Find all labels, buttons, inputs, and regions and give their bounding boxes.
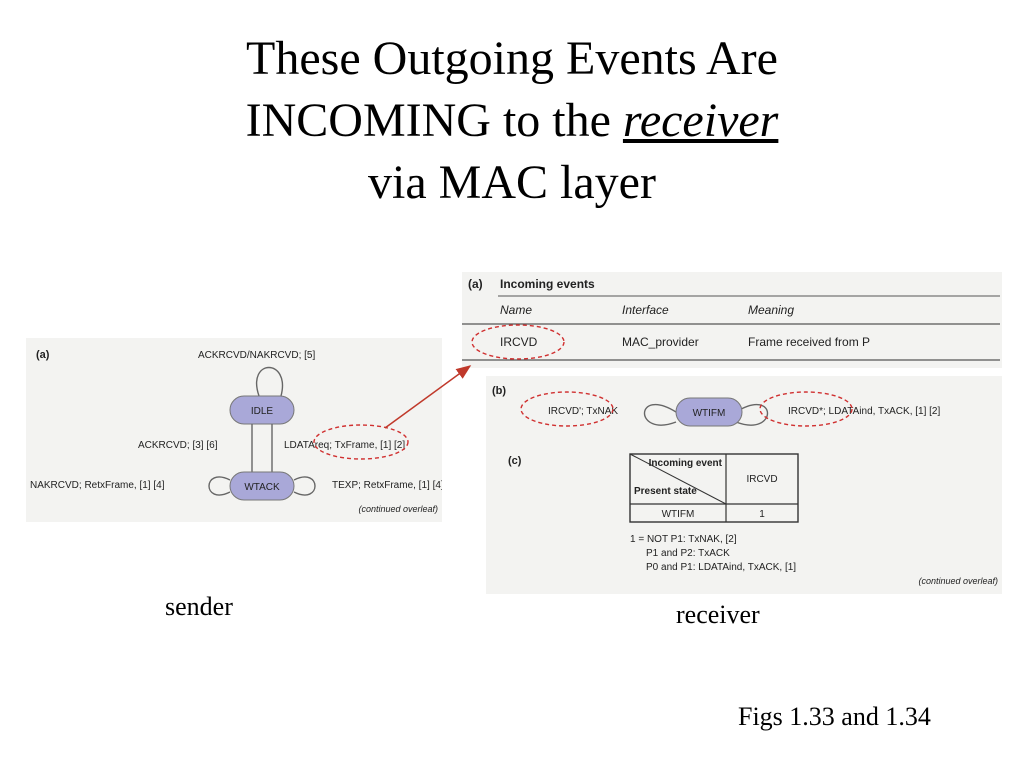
title-line-2-prefix: INCOMING to the (245, 94, 623, 147)
receiver-state-figure: (b) IRCVD'; TxNAK IRCVD*; LDATAind, TxAC… (486, 376, 1002, 594)
transition-ackrcvd: ACKRCVD; [3] [6] (138, 440, 218, 451)
sender-figure-label: (a) (36, 349, 50, 361)
column-name: Name (500, 303, 532, 317)
sender-footer: (continued overleaf) (358, 504, 438, 514)
table-heading: Incoming events (500, 277, 595, 291)
transition-ldatareq: LDATAreq; TxFrame, [1] [2] (284, 440, 405, 451)
title-line-1: These Outgoing Events Are (246, 32, 778, 85)
transition-nakrcvd: NAKRCVD; RetxFrame, [1] [4] (30, 480, 165, 491)
matrix-note-1: 1 = NOT P1: TxNAK, [2] (630, 534, 737, 545)
highlight-ircvd-txnak-ellipse (520, 391, 614, 427)
state-idle-label: IDLE (251, 406, 274, 417)
matrix-note-3: P0 and P1: LDATAind, TxACK, [1] (646, 562, 796, 573)
wtifm-right-loop (735, 403, 769, 426)
matrix-frame (629, 453, 799, 523)
receiver-footer: (continued overleaf) (918, 576, 998, 586)
transition-ircvd-ldataind: IRCVD*; LDATAind, TxACK, [1] [2] (788, 406, 940, 417)
highlight-ircvd-star-ellipse (759, 391, 853, 427)
matrix-corner-diagonal (629, 453, 727, 505)
incoming-events-table: (a) Incoming events Name Interface Meani… (462, 277, 1000, 361)
wtack-left-loop (208, 476, 231, 496)
transition-texp: TEXP; RetxFrame, [1] [4] (332, 480, 442, 491)
annotation-arrow (384, 365, 472, 429)
idle-self-loop (256, 366, 284, 397)
figs-caption: Figs 1.33 and 1.34 (738, 702, 931, 731)
receiver-state-diagram: (b) IRCVD'; TxNAK IRCVD*; LDATAind, TxAC… (492, 385, 998, 586)
row-name-ircvd: IRCVD (500, 335, 538, 349)
receiver-caption: receiver (676, 600, 760, 629)
matrix-corner-top: Incoming event (649, 458, 723, 469)
highlight-ircvd-ellipse (471, 324, 565, 360)
state-wtack (229, 471, 295, 501)
state-wtack-label: WTACK (244, 482, 280, 493)
sender-state-diagram: (a) ACKRCVD/NAKRCVD; [5] IDLE ACKRCVD; [… (30, 349, 442, 514)
title-line-2: INCOMING to the receiver (0, 90, 1024, 152)
state-label-b: (b) (492, 385, 506, 397)
state-idle (229, 395, 295, 425)
sender-figure: (a) ACKRCVD/NAKRCVD; [5] IDLE ACKRCVD; [… (26, 338, 442, 522)
matrix-cell: 1 (759, 509, 765, 520)
state-wtifm-label: WTIFM (693, 408, 726, 419)
transition-ircvd-txnak: IRCVD'; TxNAK (548, 406, 618, 417)
matrix-corner-bottom: Present state (634, 486, 697, 497)
slide-title: These Outgoing Events Are INCOMING to th… (0, 28, 1024, 214)
row-meaning: Frame received from P (748, 335, 870, 349)
sender-caption: sender (165, 592, 233, 621)
column-interface: Interface (622, 303, 669, 317)
state-wtifm (675, 397, 743, 427)
column-meaning: Meaning (748, 303, 794, 317)
matrix-col-header: IRCVD (746, 474, 777, 485)
table-label: (a) (468, 277, 483, 291)
wtifm-left-loop (643, 403, 677, 426)
title-emphasis-receiver: receiver (622, 94, 779, 147)
row-interface: MAC_provider (622, 335, 699, 349)
matrix-note-2: P1 and P2: TxACK (646, 548, 730, 559)
wtack-right-loop (293, 476, 316, 496)
matrix-label-c: (c) (508, 455, 522, 467)
receiver-events-table: (a) Incoming events Name Interface Meani… (462, 272, 1002, 368)
transition-ackrcvd-nakrcvd: ACKRCVD/NAKRCVD; [5] (198, 350, 315, 361)
highlight-ldatareq-ellipse (313, 424, 409, 460)
title-line-3: via MAC layer (368, 156, 656, 209)
matrix-row-header: WTIFM (662, 509, 695, 520)
